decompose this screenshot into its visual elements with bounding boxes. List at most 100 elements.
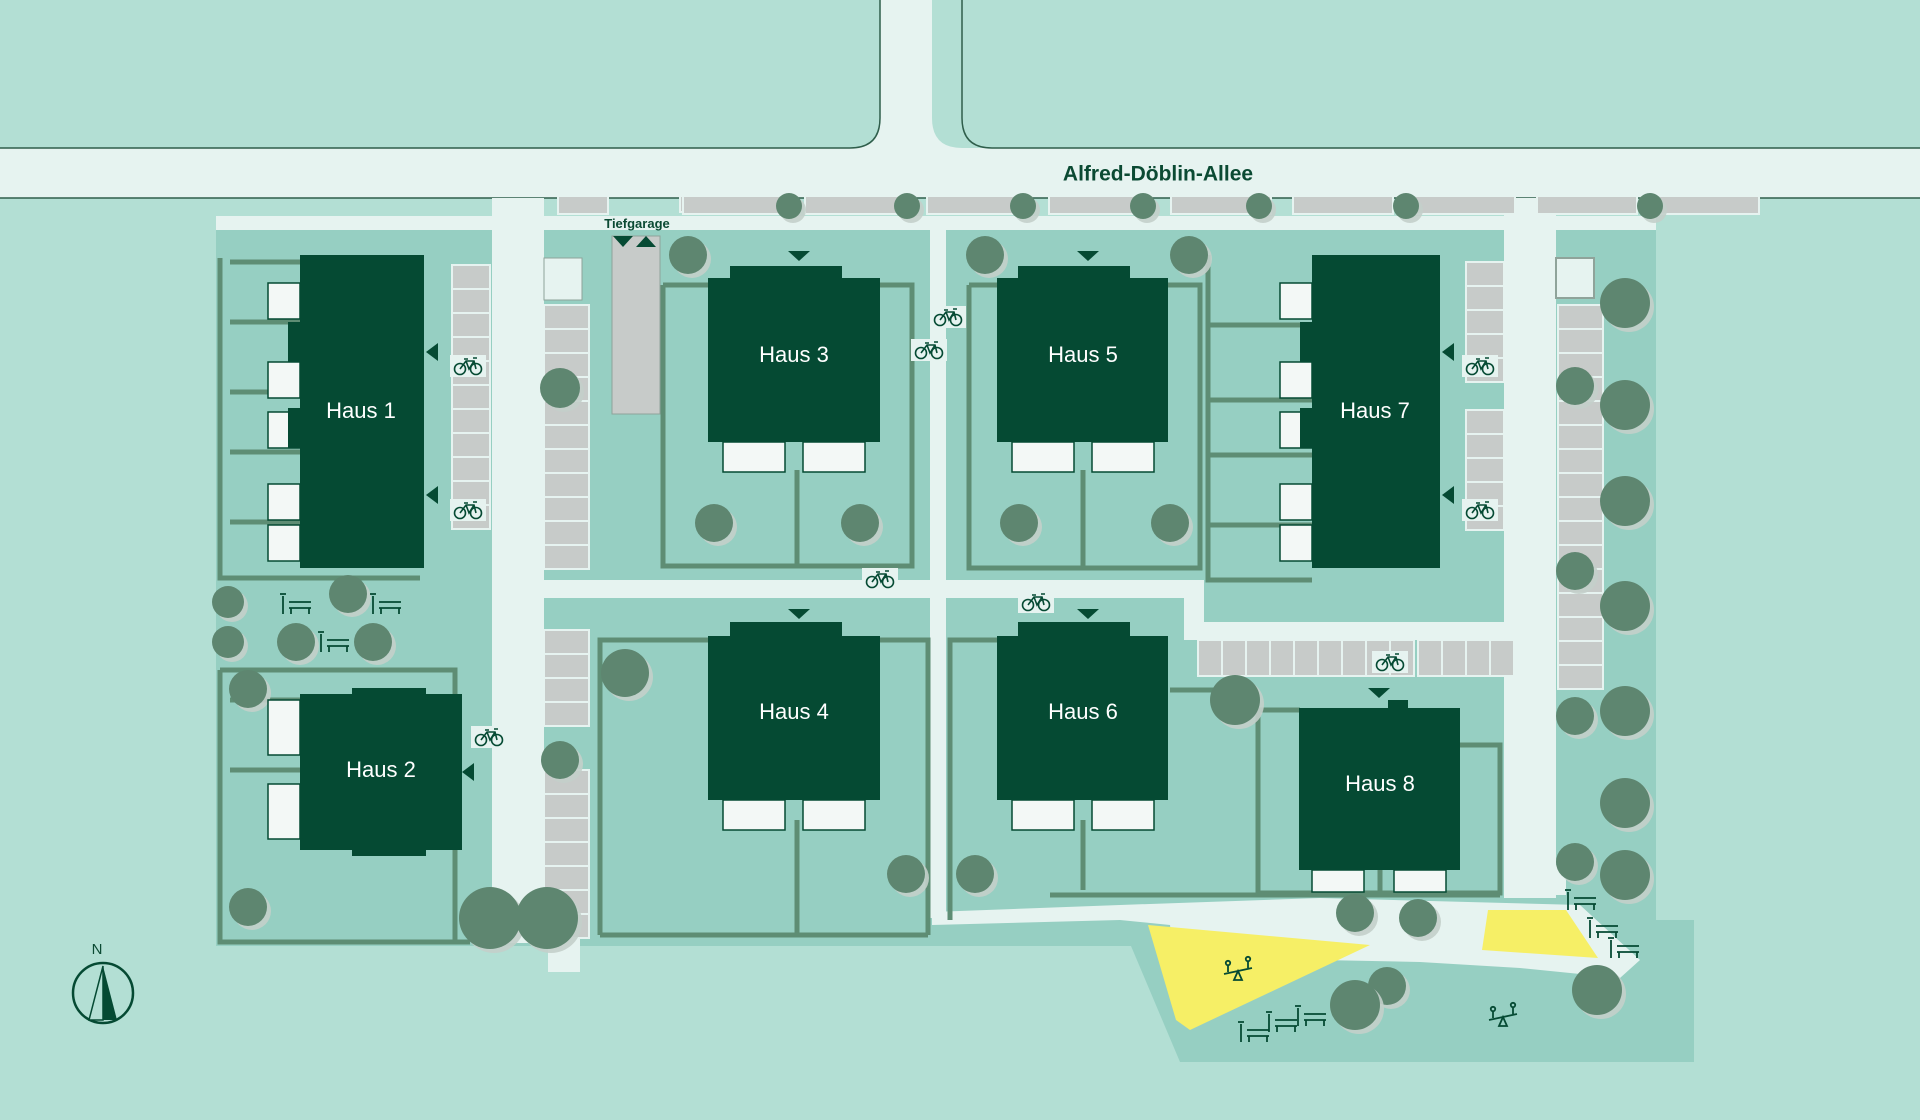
- garage-label: Tiefgarage: [604, 216, 670, 231]
- parking-space: [451, 432, 491, 458]
- parking-space: [1197, 639, 1223, 677]
- entrance-arrow-icon: [1077, 609, 1099, 619]
- bicycle-icon: [1462, 499, 1498, 521]
- tree: [1600, 686, 1650, 736]
- terrace: [1311, 869, 1365, 893]
- building-label: Haus 3: [759, 342, 829, 367]
- seesaws: [1223, 955, 1518, 1027]
- parking-space: [1341, 639, 1367, 677]
- terrace: [267, 783, 301, 840]
- parking-space: [1465, 409, 1505, 435]
- building-haus-3[interactable]: Haus 3: [708, 266, 880, 442]
- bench-icon: [318, 631, 349, 652]
- building-haus-7[interactable]: Haus 7: [1300, 255, 1440, 568]
- tree: [229, 888, 267, 926]
- tree: [1600, 581, 1650, 631]
- terrace: [802, 799, 866, 831]
- bicycle-icon: [1018, 591, 1054, 613]
- terrace: [1011, 441, 1075, 473]
- parking-space: [543, 544, 590, 570]
- street-label: Alfred-Döblin-Allee: [1063, 163, 1253, 186]
- building-haus-4[interactable]: Haus 4: [708, 622, 880, 800]
- tree: [1600, 380, 1650, 430]
- tree: [1556, 843, 1594, 881]
- parking-space: [1465, 261, 1505, 287]
- tree: [1600, 278, 1650, 328]
- tree: [669, 236, 707, 274]
- parking-space: [1417, 639, 1443, 677]
- tree: [1130, 193, 1156, 219]
- building-haus-8[interactable]: Haus 8: [1299, 700, 1460, 870]
- entrance-arrow-icon: [788, 609, 810, 619]
- parking-space: [1465, 333, 1505, 359]
- entrance-arrow-icon: [462, 763, 474, 781]
- bench-icon: [1587, 917, 1618, 938]
- parking-space: [1557, 640, 1604, 666]
- terrace: [1279, 524, 1313, 562]
- building-label: Haus 1: [326, 398, 396, 423]
- parking-space: [543, 865, 590, 891]
- parking-space: [1557, 664, 1604, 690]
- bench-icon: [280, 593, 311, 614]
- parking-space: [1557, 592, 1604, 618]
- bicycle-parking: [450, 306, 1498, 748]
- terrace: [722, 799, 786, 831]
- building-haus-2[interactable]: Haus 2: [300, 688, 462, 856]
- building-label: Haus 5: [1048, 342, 1118, 367]
- parking-space: [1489, 639, 1515, 677]
- tree: [229, 670, 267, 708]
- parking-space: [543, 496, 590, 522]
- terrace: [267, 483, 301, 521]
- entrance-arrow-icon: [1077, 251, 1099, 261]
- terrace: [722, 441, 786, 473]
- bicycle-icon: [911, 339, 947, 361]
- parking-space: [1292, 195, 1394, 215]
- tree: [1010, 193, 1036, 219]
- bicycle-icon: [1372, 651, 1408, 673]
- tree: [1399, 899, 1437, 937]
- parking-space: [1557, 424, 1604, 450]
- building-label: Haus 4: [759, 699, 829, 724]
- terrace: [267, 524, 301, 562]
- entrance-arrow-icon: [788, 251, 810, 261]
- parking-space: [1555, 257, 1595, 299]
- parking-space: [1293, 639, 1319, 677]
- tree: [1330, 980, 1380, 1030]
- terrace: [267, 282, 301, 320]
- tree: [887, 855, 925, 893]
- parking-space: [543, 677, 590, 703]
- building-haus-5[interactable]: Haus 5: [997, 266, 1168, 442]
- bicycle-icon: [471, 726, 507, 748]
- parking-space: [1557, 328, 1604, 354]
- parking-space: [1557, 304, 1604, 330]
- parking-space: [1245, 639, 1271, 677]
- entrance-arrow-icon: [426, 343, 438, 361]
- tree: [1246, 193, 1272, 219]
- tree: [459, 887, 521, 949]
- tree: [277, 623, 315, 661]
- trees: [212, 193, 1667, 1034]
- entrance-arrow-icon: [1368, 688, 1390, 698]
- parking-space: [543, 424, 590, 450]
- building-label: Haus 2: [346, 757, 416, 782]
- entrance-arrow-icon: [426, 486, 438, 504]
- entrance-arrows: [426, 251, 1454, 781]
- building-haus-6[interactable]: Haus 6: [997, 622, 1168, 800]
- bench-icon: [1266, 1011, 1297, 1032]
- bicycle-icon: [450, 355, 486, 377]
- parking-space: [1557, 448, 1604, 474]
- parking-space: [1465, 457, 1505, 483]
- terrace: [1279, 282, 1313, 320]
- building-haus-1[interactable]: Haus 1: [288, 255, 424, 568]
- bench-icon: [1295, 1005, 1326, 1026]
- building-label: Haus 6: [1048, 699, 1118, 724]
- parking-space: [543, 304, 590, 330]
- tree: [1600, 476, 1650, 526]
- terrace: [1393, 869, 1447, 893]
- terrace: [1091, 441, 1155, 473]
- tree: [966, 236, 1004, 274]
- tree: [1393, 193, 1419, 219]
- parking-space: [1658, 195, 1760, 215]
- parking-space: [451, 288, 491, 314]
